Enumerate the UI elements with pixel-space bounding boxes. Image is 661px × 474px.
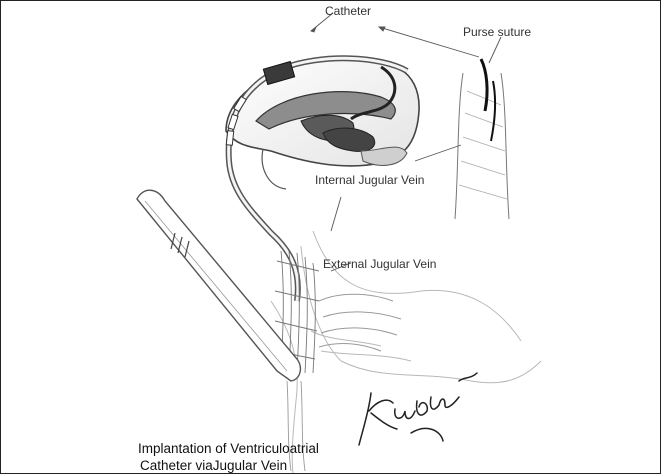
vein-cross-section	[455, 59, 509, 219]
figure-caption: Implantation of Ventriculoatrial Cathete…	[138, 440, 319, 474]
internal-jugular-vein-label: Internal Jugular Vein	[315, 173, 424, 187]
artist-signature	[359, 373, 477, 445]
purse-suture-label: Purse suture	[463, 25, 531, 39]
caption-line-2: Catheter viaJugular Vein	[138, 457, 319, 474]
catheter-label: Catheter	[325, 4, 371, 18]
retractor	[137, 190, 300, 381]
external-jugular-vein-label: External Jugular Vein	[323, 257, 436, 271]
caption-line-1: Implantation of Ventriculoatrial	[138, 440, 319, 457]
